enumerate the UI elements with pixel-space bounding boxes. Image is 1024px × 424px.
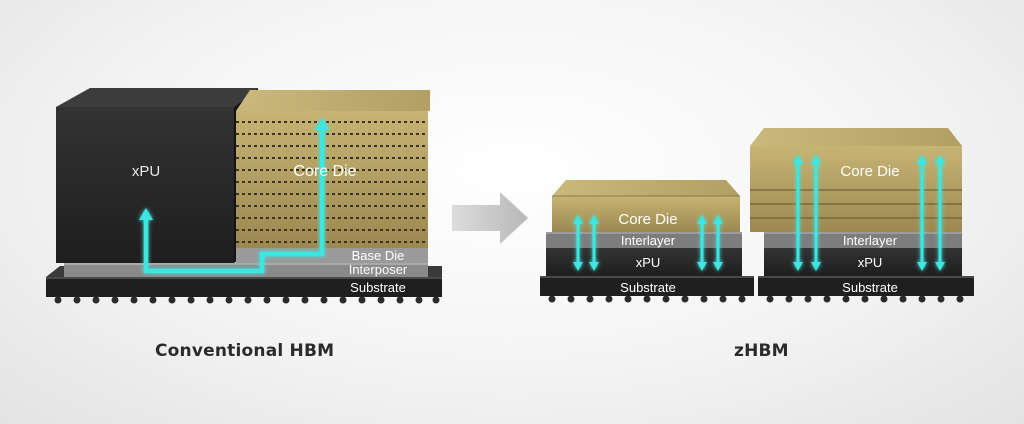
- zhbm-right-core-die-layer-seams: [750, 189, 962, 219]
- zhbm-left-substrate: [540, 276, 754, 296]
- zhbm-left-substrate-label: Substrate: [620, 280, 676, 295]
- zhbm-left-solder-balls: [548, 295, 746, 303]
- zhbm-right-substrate: [758, 276, 974, 296]
- zhbm-left-stack-group: Core Die Interlayer xPU Substrate: [540, 180, 754, 303]
- zhbm-right-core-die-stack: [750, 128, 962, 232]
- conventional-hbm-caption: Conventional HBM: [155, 341, 335, 361]
- zhbm-left-interlayer-label: Interlayer: [621, 233, 676, 248]
- zhbm-right-stack-group: Core Die Interlayer xPU Substrate: [750, 128, 974, 303]
- zhbm-right-core-die-label: Core Die: [840, 163, 899, 180]
- zhbm-left-core-die-label: Core Die: [618, 211, 677, 228]
- conventional-substrate-label: Substrate: [350, 280, 406, 295]
- transition-arrow-icon: [452, 192, 528, 244]
- zhbm-left-core-die: [552, 180, 740, 232]
- conventional-xpu-label: xPU: [132, 163, 160, 180]
- zhbm-caption: zHBM: [734, 341, 789, 361]
- zhbm-right-vertical-arrows: [793, 155, 945, 271]
- zhbm-right-interlayer-label: Interlayer: [843, 233, 898, 248]
- interposer-label: Interposer: [349, 262, 408, 277]
- core-die-layer-seams: [236, 121, 428, 243]
- zhbm-left-vertical-arrows: [573, 215, 723, 271]
- conventional-solder-balls: [54, 296, 440, 304]
- zhbm-right-xpu-label: xPU: [858, 255, 883, 270]
- zhbm-right-substrate-label: Substrate: [842, 280, 898, 295]
- zhbm-right-solder-balls: [766, 295, 964, 303]
- base-die-label: Base Die: [352, 248, 405, 263]
- zhbm-right-interlayer: [764, 232, 962, 248]
- conventional-hbm-group: xPU Core Die Base Die Interposer Substra…: [46, 88, 442, 304]
- conventional-signal-path-arrow: [139, 118, 329, 274]
- conventional-core-die-label: Core Die: [293, 163, 356, 180]
- zhbm-left-xpu-label: xPU: [636, 255, 661, 270]
- conventional-core-die-stack: [236, 90, 430, 248]
